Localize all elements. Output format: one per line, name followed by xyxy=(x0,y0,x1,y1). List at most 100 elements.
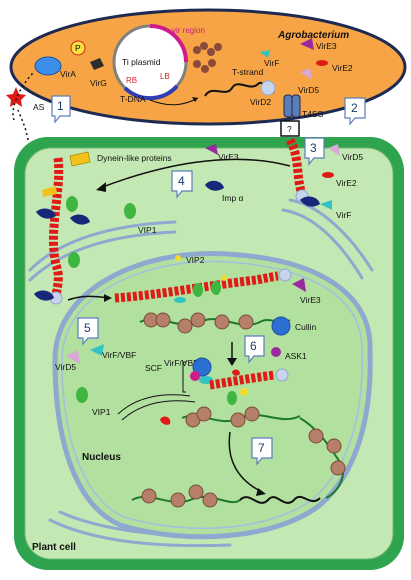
phospho-p-label: P xyxy=(75,43,81,53)
step-callout-2: 2 xyxy=(344,97,366,126)
imp-alpha-3 xyxy=(34,290,54,301)
unknown-box xyxy=(280,120,300,137)
tdna-label: T-DNA xyxy=(120,94,146,104)
nucleus-inner-membrane xyxy=(61,260,363,530)
rb-label: RB xyxy=(126,76,137,85)
vird5-nuc-label: VirD5 xyxy=(55,362,76,372)
svg-text:4: 4 xyxy=(178,174,185,188)
vir-region-label: vir region xyxy=(172,26,205,35)
scf-label: SCF xyxy=(145,363,162,373)
vire2-nuc-drop xyxy=(232,369,240,376)
t4ss-channel xyxy=(283,94,301,118)
step-callout-4: 4 xyxy=(171,170,193,199)
step5-arrowhead xyxy=(104,294,112,302)
vir-gene-beads xyxy=(193,42,222,73)
ask1-label: ASK1 xyxy=(285,351,307,361)
vire3-cyto-shape xyxy=(205,144,218,155)
step6-arrowhead xyxy=(227,358,237,366)
virf-label: VirF xyxy=(264,58,279,68)
vip1-label: VIP1 xyxy=(138,225,157,235)
vire2-label: VirE2 xyxy=(332,63,353,73)
nucleosomes-upper xyxy=(143,312,254,334)
svg-text:2: 2 xyxy=(351,101,358,115)
step-callout-6: 6 xyxy=(244,335,265,364)
step4-arrow xyxy=(99,158,291,189)
tcomplex-cytoplasm xyxy=(49,157,64,296)
virf-vbf-shape xyxy=(90,344,104,356)
virf-cyto-shape xyxy=(320,200,332,210)
vip1-nuc-label: VIP1 xyxy=(92,407,111,417)
nucleus-envelope xyxy=(52,251,373,540)
vire2-cyto-shape xyxy=(322,172,334,178)
nuclear-lamina-curve-1 xyxy=(117,394,191,415)
as-signal-star xyxy=(6,87,26,107)
scf-bracket xyxy=(182,361,186,393)
vire3-nuc-label: VirE3 xyxy=(300,295,321,305)
vire2-small-drop xyxy=(160,416,171,425)
vip1-small-1 xyxy=(66,196,78,212)
vip1-degradation xyxy=(227,391,237,405)
virf-nuc-1 xyxy=(174,297,186,303)
tcomplex-degradation xyxy=(209,370,276,390)
imp-alpha-1 xyxy=(36,208,56,219)
nucleus-label: Nucleus xyxy=(82,452,121,463)
step4-arrowhead xyxy=(96,182,106,192)
virg-protein xyxy=(90,58,104,70)
vip1-nuc-shape xyxy=(76,387,88,403)
svg-text:6: 6 xyxy=(250,339,257,353)
vira-receptor xyxy=(34,56,62,76)
virg-label: VirG xyxy=(90,78,107,88)
virf-vbf-label: VirF/VBF xyxy=(102,350,136,360)
vire2-cyto-label: VirE2 xyxy=(336,178,357,188)
imp-alpha-shape xyxy=(205,180,224,191)
svg-text:5: 5 xyxy=(84,321,91,335)
step-callout-1: 1 xyxy=(51,95,71,124)
vip2-shape xyxy=(175,255,181,261)
phospho-p-marker xyxy=(70,40,86,56)
dynein-shape xyxy=(69,151,91,167)
svg-text:7: 7 xyxy=(258,441,265,455)
vip1-nuc-2 xyxy=(211,281,221,295)
nucleosomes-right xyxy=(308,428,346,476)
tstrand-label: T-strand xyxy=(232,67,263,77)
vird2-degradation xyxy=(275,368,289,382)
ask1-shape xyxy=(271,347,281,357)
vire3-shape xyxy=(300,38,314,50)
vire2-shape xyxy=(316,60,328,66)
ti-plasmid-label: Ti plasmid xyxy=(122,57,161,67)
virf-shape xyxy=(260,50,270,58)
vip2-nuc-1 xyxy=(221,275,227,281)
vird5-cyto-shape xyxy=(328,144,340,156)
unknown-box-label: ? xyxy=(287,124,292,134)
imp-alpha-2 xyxy=(70,214,90,225)
vip1-nuc-1 xyxy=(193,283,203,297)
vird2-nuclear xyxy=(278,268,292,282)
plant-cell-label: Plant cell xyxy=(32,542,76,553)
agrobacterium-title: Agrobacterium xyxy=(277,30,349,41)
integrated-tdna xyxy=(239,495,321,504)
step-callout-5: 5 xyxy=(77,317,99,346)
svg-text:1: 1 xyxy=(57,99,64,113)
step7-arrow xyxy=(228,431,263,493)
imp-alpha-4 xyxy=(300,196,320,207)
vire3-cyto-label: VirE3 xyxy=(218,152,239,162)
cullin-shape xyxy=(271,316,291,336)
scf-sup-label: VirF/VBF xyxy=(164,358,198,368)
step-callout-3: 3 xyxy=(304,137,325,166)
dynein-label: Dynein-like proteins xyxy=(97,153,172,163)
dynein-small-1 xyxy=(42,186,57,197)
step7-arrowhead xyxy=(256,488,266,496)
vir-region-arc xyxy=(149,24,188,63)
t4ss-label: T4SS xyxy=(302,109,324,119)
as-label: AS xyxy=(33,102,45,112)
vird5-cyto-label: VirD5 xyxy=(342,152,363,162)
vird5-label: VirD5 xyxy=(298,85,319,95)
cullin-label: Cullin xyxy=(295,322,317,332)
vird2-label: VirD2 xyxy=(250,97,271,107)
step-callout-7: 7 xyxy=(251,437,273,466)
vip2-label: VIP2 xyxy=(186,255,205,265)
vird5-nuc-shape xyxy=(66,350,80,364)
imp-alpha-label: Imp α xyxy=(222,193,244,203)
vip1-shape xyxy=(124,203,136,219)
